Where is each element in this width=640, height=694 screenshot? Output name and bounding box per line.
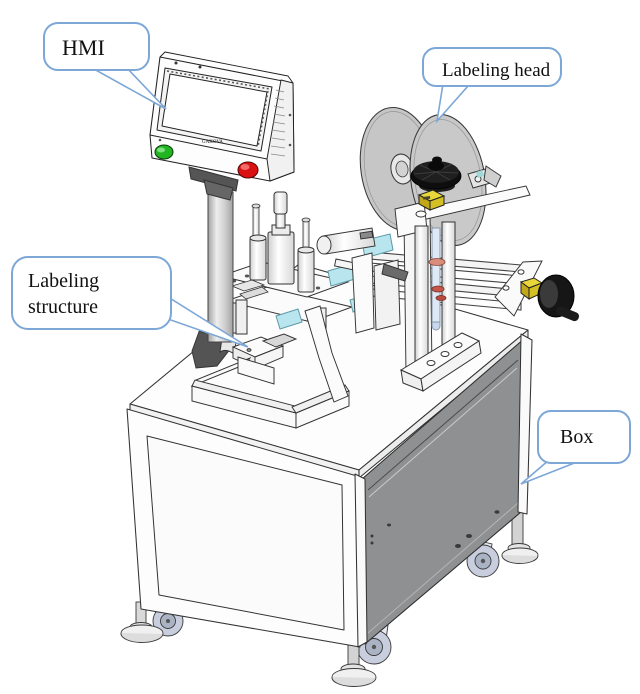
svg-text:structure: structure [28,296,98,318]
svg-text:Labeling head: Labeling head [442,60,551,81]
svg-text:Labeling: Labeling [28,270,99,292]
svg-text:Box: Box [560,426,593,448]
svg-text:GAKOVA: GAKOVA [202,140,223,145]
svg-text:HMI: HMI [62,35,105,60]
